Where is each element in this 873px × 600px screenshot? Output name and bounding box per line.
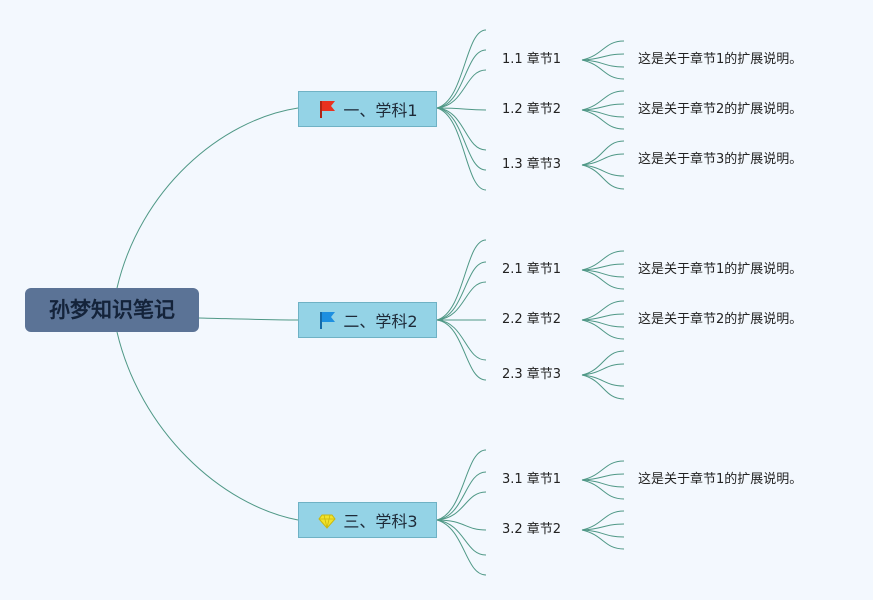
chapter-topic-2-1[interactable]: 2.1 章节1 <box>502 262 562 277</box>
subject-topic-3[interactable]: 三、学科3 <box>298 502 437 538</box>
chapter-topic-1-2[interactable]: 1.2 章节2 <box>502 102 562 117</box>
connector-root-subject3 <box>116 331 299 521</box>
chapter-note-1-2[interactable]: 这是关于章节2的扩展说明。 <box>638 102 803 117</box>
subject-topic-2[interactable]: 二、学科2 <box>298 302 437 338</box>
subject-topic-1[interactable]: 一、学科1 <box>298 91 437 127</box>
chapter-note-2-2[interactable]: 这是关于章节2的扩展说明。 <box>638 312 803 327</box>
subject-label: 一、学科1 <box>343 101 418 120</box>
chapter-topic-3-2[interactable]: 3.2 章节2 <box>502 522 562 537</box>
root-topic[interactable]: 孙梦知识笔记 <box>25 288 199 332</box>
chapter-topic-1-1[interactable]: 1.1 章节1 <box>502 52 562 67</box>
diamond-icon <box>317 510 337 530</box>
chapter-topic-1-3[interactable]: 1.3 章节3 <box>502 157 562 172</box>
connector-root-subject2 <box>198 317 299 321</box>
red-flag-icon <box>317 99 337 119</box>
chapter-note-1-3[interactable]: 这是关于章节3的扩展说明。 <box>638 152 803 167</box>
chapter-note-2-1[interactable]: 这是关于章节1的扩展说明。 <box>638 262 803 277</box>
chapter-topic-2-2[interactable]: 2.2 章节2 <box>502 312 562 327</box>
chapter-note-1-1[interactable]: 这是关于章节1的扩展说明。 <box>638 52 803 67</box>
chapter-topic-2-3[interactable]: 2.3 章节3 <box>502 367 562 382</box>
subject-label: 二、学科2 <box>343 312 418 331</box>
chapter-topic-3-1[interactable]: 3.1 章节1 <box>502 472 562 487</box>
blue-flag-icon <box>317 310 337 330</box>
subject-label: 三、学科3 <box>343 512 418 531</box>
connector-root-subject1 <box>116 107 299 289</box>
chapter-note-3-1[interactable]: 这是关于章节1的扩展说明。 <box>638 472 803 487</box>
